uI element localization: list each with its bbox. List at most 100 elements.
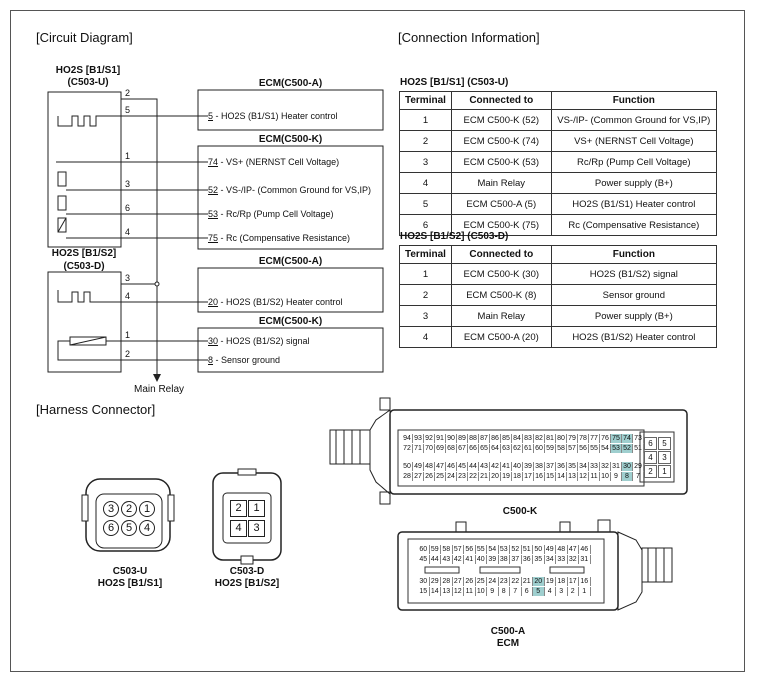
connector-pin: 86	[490, 434, 501, 443]
connector-pin: 30	[418, 577, 430, 586]
diagram-frame	[10, 10, 745, 672]
cell-function: Sensor ground	[550, 284, 718, 306]
connector-pin: 39	[487, 555, 499, 564]
connector-pin: 72	[402, 444, 413, 453]
s1-pin: 6	[125, 203, 131, 213]
connector-pin: 13	[567, 472, 578, 481]
connector-pin: 28	[441, 577, 453, 586]
connector-pin: 55	[589, 444, 600, 453]
connector-pin: 42	[453, 555, 464, 564]
connector-pin: 8	[499, 587, 510, 596]
connector-pin: 3	[556, 587, 568, 596]
cell-function: Rc/Rp (Pump Cell Voltage)	[550, 151, 718, 173]
connector-pin: 56	[464, 545, 476, 554]
connector-pin: 11	[464, 587, 476, 596]
connector-pin: 64	[490, 444, 501, 453]
ecm-pin-row: 52 - VS-/IP- (Common Ground for VS,IP)	[208, 185, 372, 195]
connector-pin: 1	[139, 501, 155, 517]
connector-pin: 31	[611, 462, 622, 471]
s1-pin: 5	[125, 105, 131, 115]
cell-connected-to: ECM C500-K (30)	[450, 263, 552, 285]
connector-pin: 7	[510, 587, 522, 596]
sensor-b1s1-label: HO2S [B1/S1]	[55, 65, 121, 76]
connector-pin: 43	[441, 555, 453, 564]
ecm-pin-row: 20 - HO2S (B1/S2) Heater control	[208, 297, 343, 307]
circuit-diagram-heading: [Circuit Diagram]	[36, 30, 133, 45]
s2-pin: 2	[125, 349, 131, 359]
s1-pin: 3	[125, 179, 131, 189]
connector-pin: 21	[479, 472, 490, 481]
cell-connected-to: ECM C500-K (8)	[450, 284, 552, 306]
connector-pin: 12	[453, 587, 464, 596]
connector-pin: 38	[534, 462, 545, 471]
connector-pin: 84	[512, 434, 523, 443]
connector-pin: 75	[611, 434, 622, 443]
connector-pin: 40	[476, 555, 487, 564]
ecm-pin-row: 74 - VS+ (NERNST Cell Voltage)	[208, 157, 340, 167]
cell-connected-to: ECM C500-A (20)	[450, 326, 552, 348]
connector-pin: 35	[533, 555, 545, 564]
connector-pin: 93	[413, 434, 424, 443]
cell-terminal: 6	[399, 214, 452, 236]
ecm-c500k-header: ECM(C500-K)	[258, 316, 323, 327]
connector-c500a-sub: ECM	[496, 638, 520, 649]
connector-pin: 53	[611, 444, 622, 453]
connector-pin: 89	[457, 434, 468, 443]
connector-c503u-sub: HO2S [B1/S1]	[97, 578, 163, 589]
cell-terminal: 5	[399, 193, 452, 215]
connector-pin: 49	[545, 545, 556, 554]
connector-pin: 19	[501, 472, 512, 481]
connector-pin: 62	[512, 444, 523, 453]
ecm-c500a-header: ECM(C500-A)	[258, 256, 323, 267]
connector-pin: 38	[499, 555, 510, 564]
cell-terminal: 1	[399, 109, 452, 131]
connector-pin: 14	[556, 472, 567, 481]
connector-pin: 47	[568, 545, 579, 554]
connector-pin: 41	[464, 555, 476, 564]
connector-pin: 87	[479, 434, 490, 443]
connector-pin: 13	[441, 587, 453, 596]
connector-pin: 40	[512, 462, 523, 471]
col-terminal: Terminal	[399, 91, 452, 110]
connector-c503u-name: C503-U	[112, 566, 148, 577]
connector-pin: 92	[424, 434, 435, 443]
connector-pin: 35	[567, 462, 578, 471]
connector-pin: 73	[633, 434, 644, 443]
connector-pin: 66	[468, 444, 479, 453]
connector-pin: 4	[644, 451, 657, 464]
connector-pin: 20	[533, 577, 545, 586]
connector-pin: 59	[545, 444, 556, 453]
connector-pin: 11	[589, 472, 600, 481]
s1-pin: 1	[125, 151, 131, 161]
connector-pin: 6	[103, 520, 119, 536]
connector-pin: 33	[556, 555, 568, 564]
connector-pin: 22	[468, 472, 479, 481]
connector-pin: 60	[534, 444, 545, 453]
cell-connected-to: Main Relay	[450, 305, 552, 327]
s2-pin: 4	[125, 291, 131, 301]
connector-pin: 71	[413, 444, 424, 453]
connector-pin: 37	[510, 555, 522, 564]
connector-pin: 5	[658, 437, 671, 450]
cell-terminal: 1	[399, 263, 452, 285]
s2-pin: 3	[125, 273, 131, 283]
connector-pin: 48	[424, 462, 435, 471]
harness-connector-heading: [Harness Connector]	[36, 402, 156, 417]
connector-pin: 32	[600, 462, 611, 471]
connector-pin: 77	[589, 434, 600, 443]
connector-pin: 1	[579, 587, 591, 596]
connector-pin: 52	[510, 545, 522, 554]
connector-pin: 91	[435, 434, 446, 443]
connector-pin: 10	[600, 472, 611, 481]
ecm-pin-row: 8 - Sensor ground	[208, 355, 281, 365]
connector-pin: 94	[402, 434, 413, 443]
connector-pin: 14	[430, 587, 441, 596]
connector-pin: 32	[568, 555, 579, 564]
connector-pin: 16	[579, 577, 591, 586]
connector-pin: 2	[568, 587, 579, 596]
